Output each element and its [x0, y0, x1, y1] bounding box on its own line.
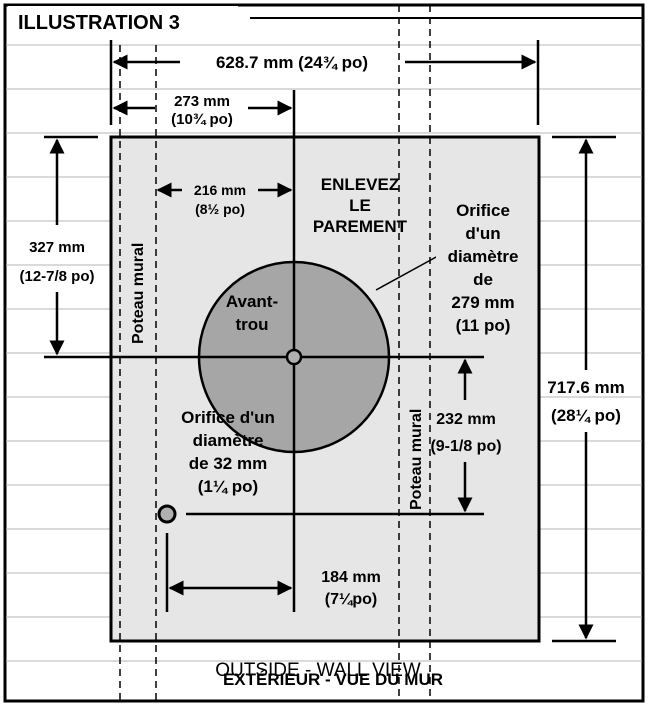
remove-siding-label: ENLEVEZ LE PAREMENT	[313, 175, 408, 236]
small-hole-label: Orifice d'un diamètre de 32 mm (1¼ po)	[181, 408, 275, 496]
pilot-hole	[285, 348, 303, 366]
large-hole-line-5: 279 mm	[451, 293, 514, 312]
title-background	[8, 6, 238, 36]
small-hole	[157, 504, 177, 524]
stud-left-label: Poteau mural	[130, 243, 147, 344]
small-hole-line-4: (1¼ po)	[198, 477, 258, 496]
large-hole-label-bg	[436, 196, 530, 336]
footer-english-label: OUTSIDE - WALL VIEW	[215, 660, 421, 681]
large-hole-line-1: Orifice	[456, 201, 510, 220]
overall-height-label-2: (28¼ po)	[551, 406, 621, 425]
small-to-center-label-1: 184 mm	[321, 569, 381, 586]
remove-siding-line-2: LE	[349, 196, 371, 215]
large-hole-line-3: diamètre	[448, 247, 519, 266]
top-to-center-label-1: 327 mm	[29, 239, 85, 256]
small-hole-line-2: diamètre	[193, 431, 264, 450]
center-to-small-label-1: 232 mm	[436, 411, 496, 428]
extension-lines	[44, 40, 616, 643]
remove-siding-line-1: ENLEVEZ	[321, 175, 399, 194]
small-to-center-label-2: (7¼po)	[325, 591, 377, 608]
center-to-small-label-2: (9-1/8 po)	[430, 438, 501, 455]
small-hole-line-1: Orifice d'un	[181, 408, 275, 427]
pilot-hole-label: Avant- trou	[226, 292, 278, 334]
large-hole-label: Orifice d'un diamètre de 279 mm (11 po)	[436, 196, 530, 336]
to-center-label-1: 273 mm	[174, 93, 230, 110]
large-hole-leader	[375, 255, 439, 291]
large-hole-line-2: d'un	[465, 224, 500, 243]
stud-lines	[119, 5, 431, 701]
dimension-labels: 628.7 mm (24¾ po) 273 mm (10¾ po) 216 mm…	[19, 53, 624, 608]
small-hole-line-3: de 32 mm	[189, 454, 267, 473]
pilot-hole-line-2: trou	[235, 315, 268, 334]
footer-french-label: EXTÉRIEUR - VUE DU MUR	[223, 670, 443, 689]
top-to-center-label-2: (12-7/8 po)	[19, 268, 94, 285]
pilot-hole-line-1: Avant-	[226, 292, 278, 311]
overall-height-label-1: 717.6 mm	[547, 378, 625, 397]
stud-to-center-label-1: 216 mm	[194, 182, 246, 198]
stud-to-center-label-2: (8½ po)	[195, 201, 245, 217]
diagram-title: ILLUSTRATION 3	[18, 12, 180, 34]
remove-siding-line-3: PAREMENT	[313, 217, 408, 236]
large-hole-line-6: (11 po)	[456, 316, 511, 335]
dimension-arrows	[49, 54, 594, 640]
to-center-label-2: (10¾ po)	[171, 111, 233, 128]
large-hole-line-4: de	[473, 270, 493, 289]
overall-width-label: 628.7 mm (24¾ po)	[216, 53, 368, 72]
stud-right-label: Poteau mural	[408, 409, 425, 510]
